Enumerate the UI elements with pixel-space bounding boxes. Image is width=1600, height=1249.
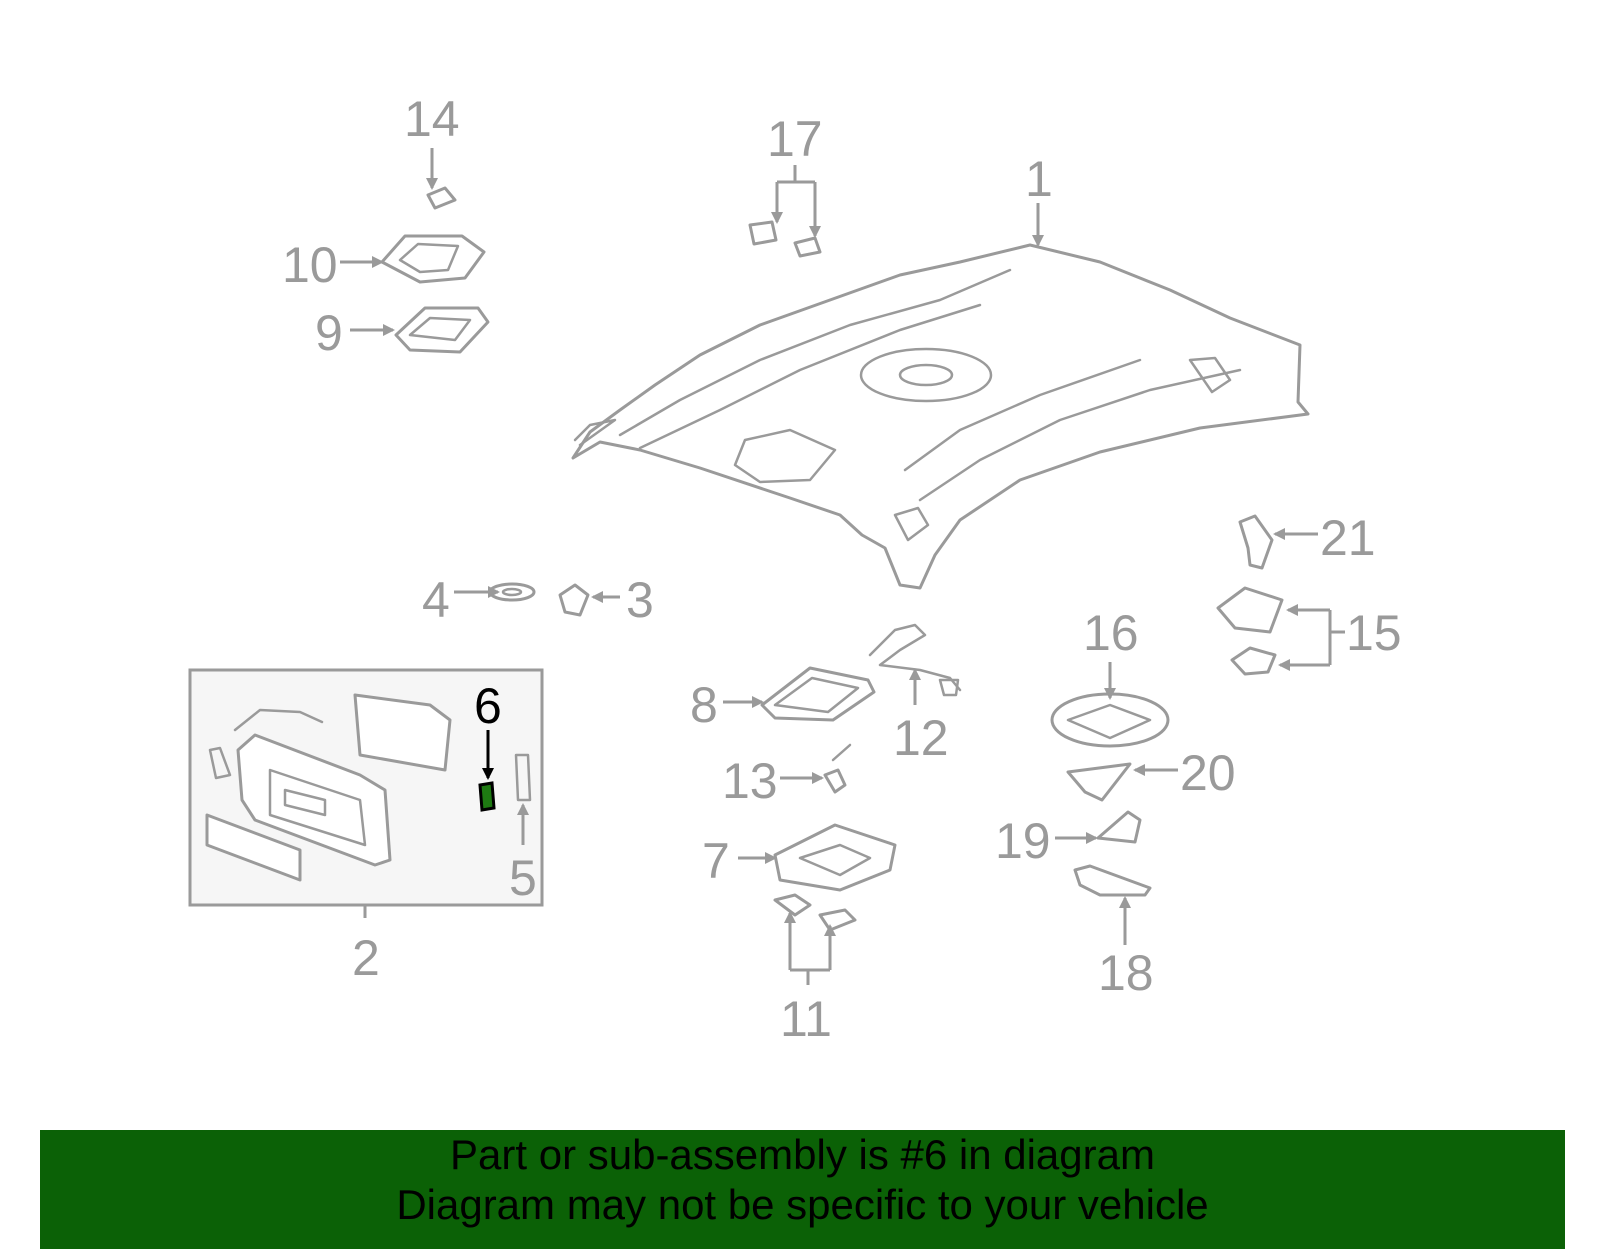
part-18[interactable] [1073,864,1152,897]
part-9[interactable] [394,306,490,354]
sun-visor-assembly-box[interactable] [188,668,544,907]
callout-19[interactable]: 19 [995,813,1051,869]
banner-line-2: Diagram may not be specific to your vehi… [396,1181,1209,1228]
part-7-dome-lamp[interactable] [773,823,897,892]
part-8-lamp-bezel[interactable] [760,666,876,722]
part-19[interactable] [1096,810,1142,844]
leader-lines [340,148,1345,985]
callout-1[interactable]: 1 [1025,151,1053,207]
callout-2[interactable]: 2 [352,930,380,986]
callout-5[interactable]: 5 [509,850,537,906]
callout-6[interactable]: 6 [474,678,502,734]
banner-line-1: Part or sub-assembly is #6 in diagram [450,1131,1155,1178]
part-14[interactable] [426,186,457,210]
part-3[interactable] [558,583,590,617]
callout-labels: 1 2 3 4 5 6 7 8 9 10 11 12 13 14 15 16 1… [282,91,1402,1047]
part-17-clips[interactable] [748,220,822,258]
callout-11[interactable]: 11 [780,991,832,1047]
part-20[interactable] [1066,762,1132,802]
callout-16[interactable]: 16 [1083,605,1139,661]
headliner-part-1[interactable] [571,243,1310,590]
callout-10[interactable]: 10 [282,237,338,293]
callout-21[interactable]: 21 [1320,510,1376,566]
callout-20[interactable]: 20 [1180,745,1236,801]
callout-7[interactable]: 7 [702,833,730,889]
part-11-lenses[interactable] [773,893,857,932]
callout-12[interactable]: 12 [893,710,949,766]
part-21[interactable] [1238,514,1274,570]
part-15[interactable] [1216,586,1284,676]
callout-13[interactable]: 13 [722,753,778,809]
callout-4[interactable]: 4 [422,572,450,628]
callout-14[interactable]: 14 [404,91,460,147]
part-16-lamp[interactable] [1050,692,1170,748]
callout-15[interactable]: 15 [1346,605,1402,661]
parts-diagram: 1 2 3 4 5 6 7 8 9 10 11 12 13 14 15 16 1… [188,91,1402,1047]
part-10[interactable] [380,234,486,284]
callout-3[interactable]: 3 [626,572,654,628]
part-13[interactable] [823,743,852,794]
callout-17[interactable]: 17 [767,111,823,167]
info-banner: Part or sub-assembly is #6 in diagram Di… [40,1130,1565,1249]
callout-8[interactable]: 8 [690,677,718,733]
callout-18[interactable]: 18 [1098,945,1154,1001]
highlighted-part-6[interactable] [478,781,496,812]
part-12-wiring[interactable] [868,623,962,697]
callout-9[interactable]: 9 [315,305,343,361]
